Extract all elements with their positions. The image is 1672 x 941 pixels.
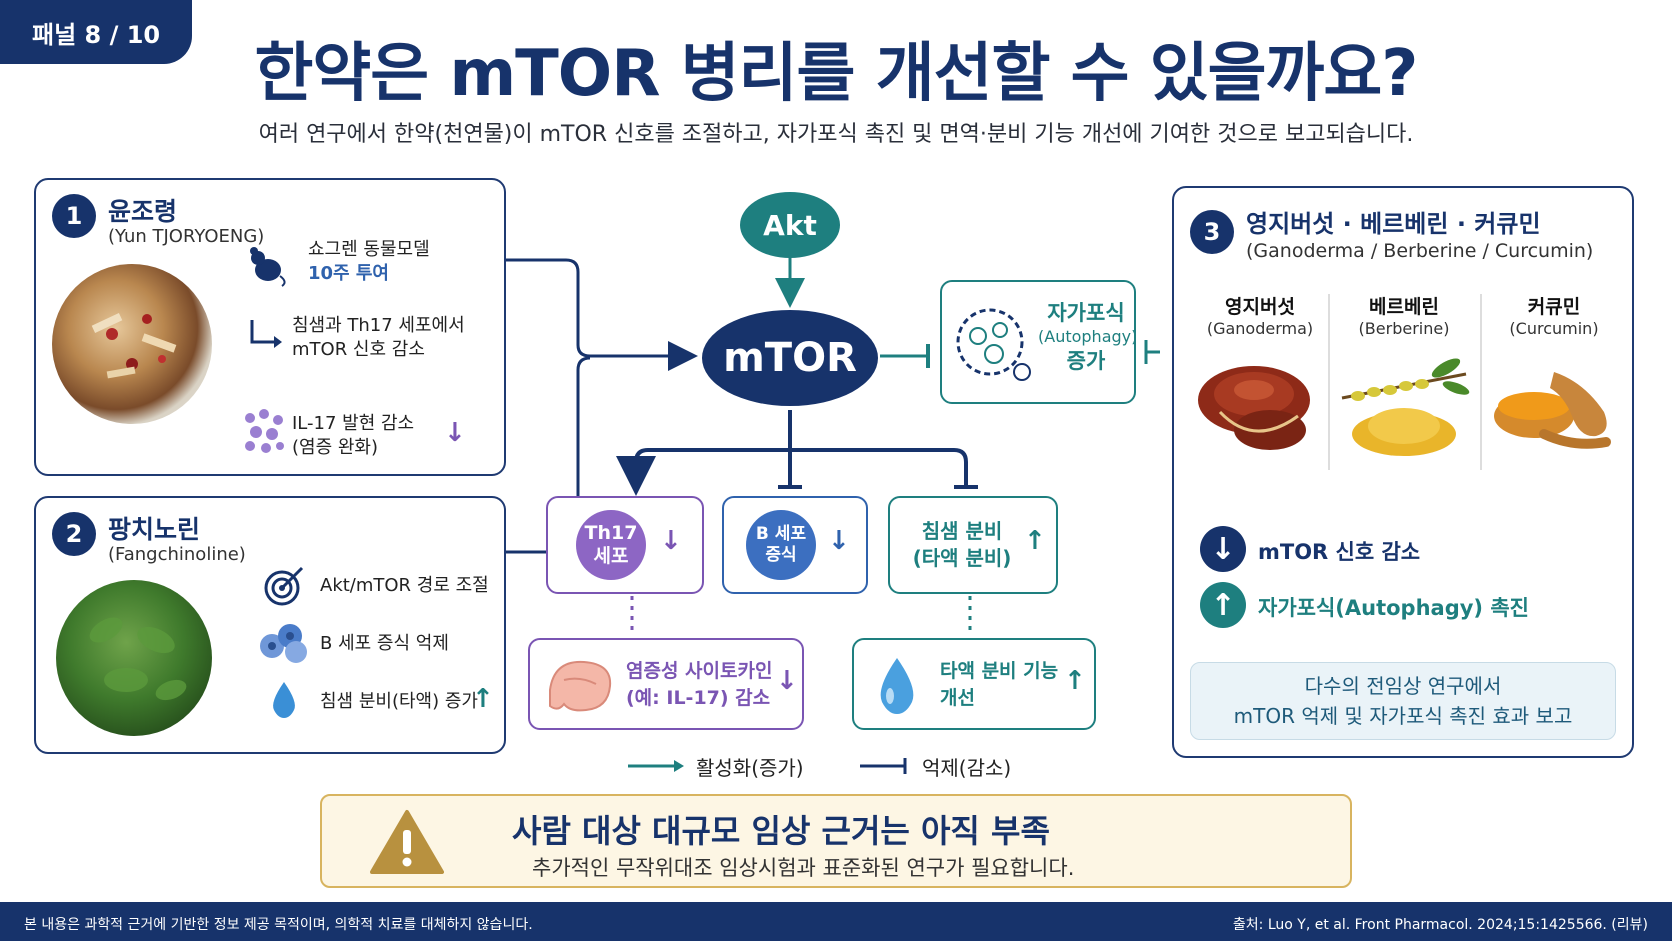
footer: 본 내용은 과학적 근거에 기반한 정보 제공 목적이며, 의학적 치료를 대체… [0, 902, 1672, 941]
page-title: 한약은 mTOR 병리를 개선할 수 있을까요? [254, 37, 1419, 111]
card-number: 1 [52, 194, 96, 238]
legend-inhibit-label: 억제(감소) [922, 756, 1012, 780]
berberine-image [1341, 358, 1470, 456]
mouse-icon [242, 242, 288, 288]
up-arrow-icon: ↑ [1200, 582, 1246, 628]
panel-tag: 패널 8 / 10 [0, 0, 192, 64]
item-model: 쇼그렌 동물모델 10주 투여 [308, 239, 430, 285]
activate-legend-arrow [628, 760, 684, 772]
warning-title: 사람 대상 대규모 임상 근거는 아직 부족 [512, 812, 1050, 850]
effect-mtor-decrease: mTOR 신호 감소 [1258, 540, 1421, 564]
column-divider [1480, 294, 1482, 470]
item-akt-mtor: Akt/mTOR 경로 조절 [320, 575, 489, 596]
card-subtitle: (Yun TJORYOENG) [108, 226, 265, 247]
target-icon [262, 564, 306, 608]
mtor-node: mTOR [702, 310, 878, 406]
down-arrow-icon: ↓ [1200, 526, 1246, 572]
warning-icon [370, 810, 444, 874]
droplet-icon [874, 656, 920, 716]
warning-box: 사람 대상 대규모 임상 근거는 아직 부족 추가적인 무작위대조 임상시험과 … [320, 794, 1352, 888]
cells-icon [256, 620, 312, 664]
footer-source: 출처: Luo Y, et al. Front Pharmacol. 2024;… [1232, 917, 1648, 933]
effect-autophagy-promote: 자가포식(Autophagy) 촉진 [1258, 596, 1529, 620]
legend-activate-label: 활성화(증가) [696, 756, 804, 780]
card-fangchinoline: 2 팡치노린 (Fangchinoline) Akt/mTOR 경로 조절 B … [34, 496, 506, 754]
autophagy-label: 자가포식 (Autophagy) 증가 [1038, 301, 1138, 374]
autophagosome-icon [950, 300, 1040, 390]
card-title: 팡치노린 [108, 515, 201, 544]
herbal-medicine-image [52, 264, 212, 424]
down-right-arrow-icon [246, 316, 286, 356]
down-arrow-icon: ↓ [444, 418, 466, 448]
item-il17: IL-17 발현 감소 (염증 완화) [292, 413, 415, 459]
up-arrow-icon: ↑ [1024, 526, 1046, 556]
herb-curcumin: 커큐민 (Curcumin) [1509, 296, 1599, 338]
card-number: 3 [1190, 210, 1234, 254]
card-subtitle: (Fangchinoline) [108, 544, 246, 565]
page-subtitle: 여러 연구에서 한약(천연물)이 mTOR 신호를 조절하고, 자가포식 촉진 … [258, 122, 1414, 147]
ganoderma-image [1198, 366, 1310, 450]
card-title: 윤조령 [108, 197, 178, 226]
saliva-label: 침샘 분비(타액 분비) [912, 519, 1012, 570]
molecules-icon [240, 406, 288, 454]
legend: 활성화(증가) 억제(감소) [628, 752, 1048, 782]
plant-image [56, 580, 212, 736]
inhibit-legend-arrow [860, 758, 907, 774]
saliva-secretion-node: 침샘 분비(타액 분비) ↑ [888, 496, 1058, 594]
cytokine-node: 염증성 사이토카인(예: IL-17) 감소 ↓ [528, 638, 804, 730]
salivary-gland-icon [540, 650, 620, 722]
card-yun-tjoryoeng: 1 윤조령 (Yun TJORYOENG) 쇼그렌 동물모델 10주 투여 침샘… [34, 178, 506, 476]
item-mtor-decrease: 침샘과 Th17 세포에서 mTOR 신호 감소 [292, 315, 465, 361]
evidence-note: 다수의 전임상 연구에서 mTOR 억제 및 자가포식 촉진 효과 보고 [1190, 662, 1616, 740]
card-title: 영지버섯 · 베르베린 · 커큐민 [1246, 210, 1541, 238]
down-arrow-icon: ↓ [776, 666, 798, 696]
droplet-icon [268, 680, 300, 720]
autophagy-node: 자가포식 (Autophagy) 증가 [940, 280, 1138, 404]
down-arrow-icon: ↓ [828, 526, 850, 556]
column-divider [1328, 294, 1330, 470]
item-saliva: 침샘 분비(타액) 증가 [320, 691, 478, 712]
down-arrow-icon: ↓ [660, 526, 682, 556]
card-number: 2 [52, 512, 96, 556]
warning-subtitle: 추가적인 무작위대조 임상시험과 표준화된 연구가 필요합니다. [532, 856, 1075, 880]
akt-node: Akt [740, 192, 840, 258]
cytokine-label: 염증성 사이토카인(예: IL-17) 감소 [626, 660, 773, 709]
herb-berberine: 베르베린 (Berberine) [1358, 296, 1450, 338]
curcumin-image [1494, 372, 1611, 449]
herb-ganoderma: 영지버섯 (Ganoderma) [1206, 296, 1314, 338]
card-ganoderma-berberine-curcumin: 3 영지버섯 · 베르베린 · 커큐민 (Ganoderma / Berberi… [1172, 186, 1634, 758]
card-subtitle: (Ganoderma / Berberine / Curcumin) [1246, 240, 1594, 262]
up-arrow-icon: ↑ [1064, 666, 1086, 696]
item-bcell: B 세포 증식 억제 [320, 633, 449, 654]
up-arrow-icon: ↑ [472, 684, 494, 714]
footer-disclaimer: 본 내용은 과학적 근거에 기반한 정보 제공 목적이며, 의학적 치료를 대체… [24, 917, 533, 933]
